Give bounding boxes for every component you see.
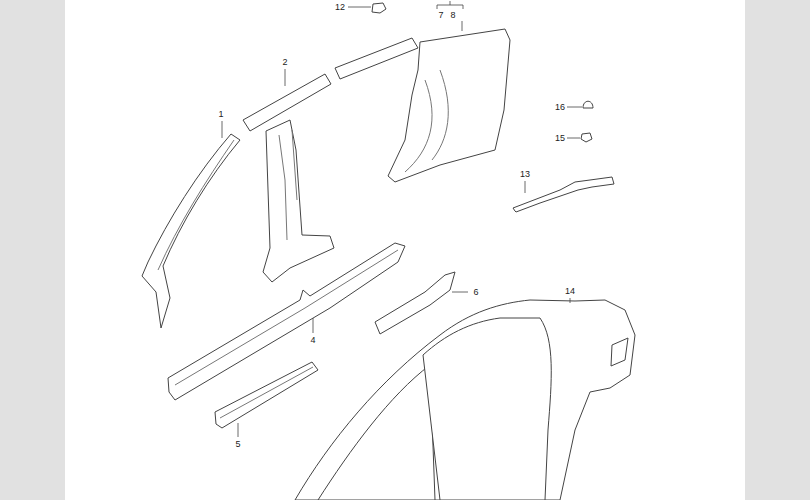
bracket-part [513, 177, 614, 212]
clip-part [581, 133, 592, 142]
part-detail [405, 70, 448, 172]
quarter-panel-part [388, 29, 510, 182]
a-pillar-part [142, 134, 240, 328]
leader-line [313, 318, 314, 333]
callout-number: 8 [449, 10, 456, 20]
plug-part [583, 101, 593, 108]
callout-number: 16 [554, 102, 566, 112]
b-pillar-part [263, 120, 334, 282]
callout-number: 6 [472, 287, 479, 297]
part-detail [175, 250, 398, 385]
sill-rear-part [375, 272, 455, 334]
leader-line [285, 69, 286, 86]
callout-number: 7 [437, 10, 444, 20]
door-opening [423, 318, 551, 500]
sheet [65, 0, 745, 500]
side-panel-part [295, 300, 635, 500]
sill-inner-part [215, 362, 318, 428]
leader-line [452, 292, 468, 293]
leader-lines [222, 1, 582, 437]
callout-number: 12 [334, 2, 346, 12]
callout-number: 15 [554, 133, 566, 143]
callout-number: 2 [281, 57, 288, 67]
leader-line [525, 181, 526, 193]
leader-line [567, 107, 582, 108]
door-opening [318, 365, 435, 500]
leader-line [570, 298, 571, 303]
roof-strip-part [335, 38, 418, 79]
clip-part [372, 3, 386, 13]
callout-number: 4 [309, 335, 316, 345]
parts [142, 3, 635, 500]
callout-number: 1 [217, 109, 224, 119]
part-detail [279, 130, 297, 240]
leader-line [222, 121, 223, 138]
callout-number: 14 [564, 286, 576, 296]
leader-line [348, 7, 371, 8]
leader-line [567, 138, 580, 139]
leader-line [238, 423, 239, 437]
callout-number: 5 [234, 439, 241, 449]
fuel-door-opening [611, 338, 628, 366]
callout-number: 13 [519, 169, 531, 179]
bracket [437, 1, 463, 9]
leader-line [462, 21, 463, 31]
part-detail [158, 140, 234, 270]
part-detail [220, 367, 313, 418]
